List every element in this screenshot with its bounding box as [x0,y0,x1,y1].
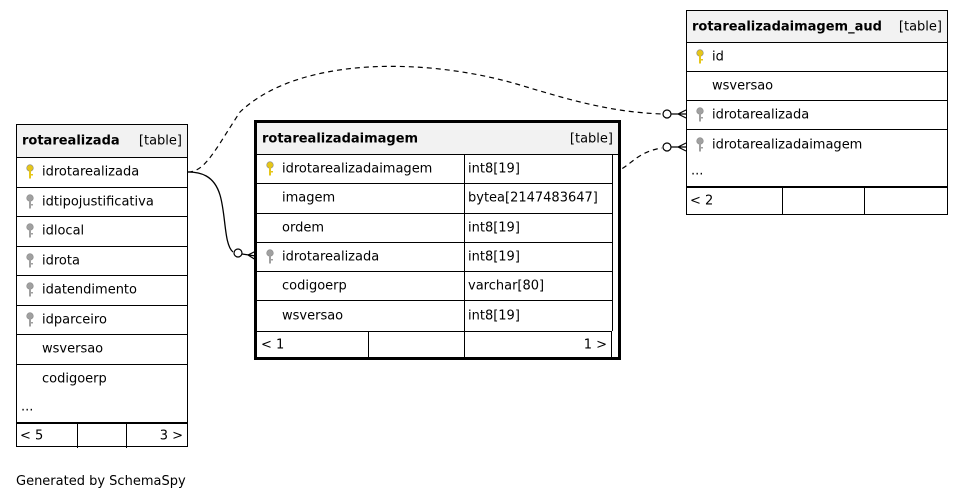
table-kind: [table] [898,19,942,34]
column-row[interactable]: idatendimento [17,276,187,306]
column-row[interactable]: codigoerp [17,365,187,395]
foreign-key-icon [26,312,34,327]
column-row[interactable]: idlocal [17,217,187,247]
column-divider [464,184,465,213]
foreign-key-icon [26,282,34,297]
column-row[interactable]: wsversao int8[19] [257,301,612,331]
primary-key-icon [266,161,274,176]
column-name: idrotarealizada [282,249,380,265]
column-name: idlocal [42,223,85,239]
foreign-key-icon [696,136,704,151]
column-row[interactable]: id [687,43,947,72]
column-name: idrotarealizada [42,164,140,180]
primary-key-icon [696,49,704,64]
column-row[interactable]: idtipojustificativa [17,188,187,217]
column-name: idrotarealizada [712,107,810,123]
ellipsis: ... [21,399,34,415]
column-name: idrotarealizadaimagem [282,161,433,177]
column-name: codigoerp [282,278,347,294]
column-type: bytea[2147483647] [468,190,598,206]
children-count[interactable]: < 2 [687,188,783,214]
column-row[interactable]: idrota [17,247,187,276]
table-footer: < 1 1 > [257,330,612,358]
rel-end-aud-idrotarealizada [662,109,672,119]
table-footer: < 2 [687,187,947,214]
column-divider [464,155,465,184]
column-row[interactable]: idrotarealizadaimagem [687,130,947,159]
column-type: int8[19] [468,249,520,265]
rows-count [369,331,465,358]
more-columns: ... [17,394,187,423]
column-divider [464,301,465,331]
table-rotarealizada[interactable]: rotarealizada [table] idrotarealizada idt… [16,124,188,448]
rows-count [783,188,865,214]
foreign-key-icon [26,223,34,238]
table-name: rotarealizada [22,133,120,149]
column-name: idparceiro [42,312,107,328]
column-row[interactable]: idrotarealizada int8[19] [257,242,612,273]
table-header: rotarealizadaimagem [table] [257,123,618,155]
table-kind: [table] [138,133,182,149]
rel-end-imagem-idrotarealizada [233,248,243,258]
children-count[interactable]: < 5 [17,424,78,448]
table-header: rotarealizada [table] [17,125,187,158]
column-row[interactable]: idrotarealizadaimagem int8[19] [257,155,612,185]
column-type: varchar[80] [468,278,545,294]
column-name: codigoerp [42,371,107,387]
rel-rotarealizada-to-aud [187,65,663,173]
column-name: id [712,49,724,65]
column-row[interactable]: idparceiro [17,306,187,335]
foreign-key-icon [266,249,274,264]
generated-by-label: Generated by SchemaSpy [16,474,186,489]
column-type: int8[19] [468,220,520,236]
column-divider [464,272,465,301]
column-name: idatendimento [42,282,137,298]
column-name: wsversao [712,78,774,94]
parents-count[interactable]: 3 > [159,428,183,444]
column-name: idrotarealizadaimagem [712,137,863,152]
column-row[interactable]: ordem int8[19] [257,213,612,243]
column-row[interactable]: wsversao [17,335,187,365]
column-name: wsversao [42,341,104,357]
column-row[interactable]: codigoerp varchar[80] [257,272,612,302]
column-name: imagem [282,190,336,206]
rel-end-aud-idrotarealizadaimagem [662,142,672,152]
column-name: idtipojustificativa [42,194,154,210]
table-rotarealizadaimagem-aud[interactable]: rotarealizadaimagem_aud [table] id wsvers… [686,10,948,215]
column-row[interactable]: idrotarealizada [687,101,947,130]
table-rotarealizadaimagem[interactable]: rotarealizadaimagem [table] idrotarealiz… [254,120,621,360]
column-name: ordem [282,220,324,236]
table-header: rotarealizadaimagem_aud [table] [687,11,947,43]
foreign-key-icon [26,194,34,209]
table-name: rotarealizadaimagem_aud [692,19,882,34]
table-kind: [table] [569,131,613,146]
column-name: idrota [42,253,80,269]
primary-key-icon [26,164,34,179]
column-row[interactable]: imagem bytea[2147483647] [257,184,612,214]
parents-count[interactable]: 1 > [583,337,607,353]
foreign-key-icon [696,107,704,122]
column-row[interactable]: wsversao [687,72,947,101]
children-count[interactable]: < 1 [257,331,369,358]
rel-rotarealizada-to-imagem [187,171,234,253]
ellipsis: ... [691,163,704,179]
parents-count [865,188,947,214]
table-name: rotarealizadaimagem [262,131,419,146]
column-divider [464,242,465,272]
column-divider [464,213,465,242]
rel-imagem-to-aud [613,147,663,173]
column-type: int8[19] [468,161,520,177]
column-row[interactable]: idrotarealizada [17,158,187,188]
foreign-key-icon [26,253,34,268]
column-type: int8[19] [468,308,520,324]
rows-count [78,424,127,448]
more-columns: ... [687,159,947,187]
column-name: wsversao [282,308,344,324]
table-footer: < 5 3 > [17,423,187,448]
